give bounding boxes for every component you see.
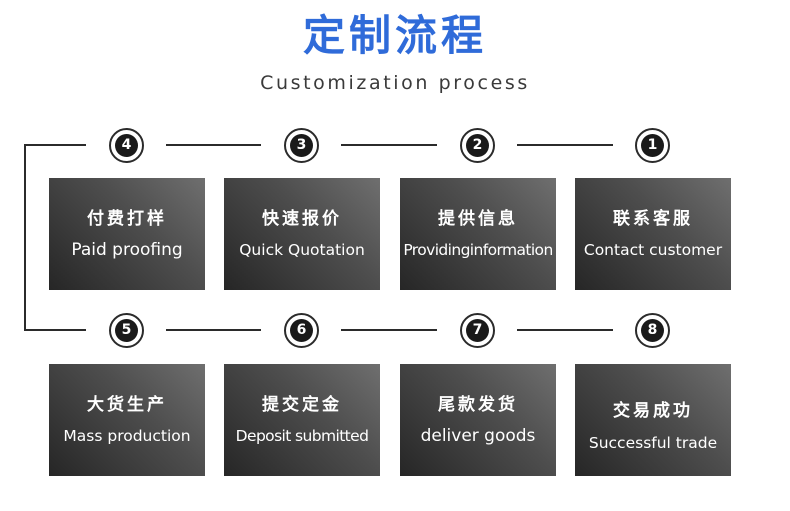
connector-line (517, 329, 613, 331)
step-title-cn: 快速报价 (262, 209, 342, 229)
step-title-cn: 提供信息 (438, 209, 518, 229)
step-number-label: 6 (290, 319, 313, 342)
connector-line (517, 144, 613, 146)
step-title-en: Successful trade (588, 434, 718, 452)
connector-line (24, 144, 86, 146)
step-number-label: 4 (115, 134, 138, 157)
step-4-number: 4 (109, 128, 144, 163)
step-title-cn: 尾款发货 (438, 395, 518, 415)
step-6-number: 6 (284, 313, 319, 348)
step-title-cn: 联系客服 (613, 209, 693, 229)
step-title-cn: 付费打样 (87, 209, 167, 229)
step-number-label: 8 (641, 319, 664, 342)
step-title-en: Deposit submitted (235, 427, 369, 445)
step-card-deliver-goods: 尾款发货 deliver goods (400, 364, 556, 476)
step-card-deposit-submitted: 提交定金 Deposit submitted (224, 364, 380, 476)
step-title-en: Quick Quotation (239, 241, 365, 259)
step-title-en: deliver goods (420, 426, 536, 446)
connector-line (341, 329, 437, 331)
step-card-quick-quotation: 快速报价 Quick Quotation (224, 178, 380, 290)
step-number-label: 7 (466, 319, 489, 342)
connector-line (24, 144, 26, 331)
step-title-en: Contact customer (583, 241, 723, 259)
step-title-cn: 大货生产 (87, 395, 167, 415)
step-number-label: 3 (290, 134, 313, 157)
connector-line (24, 329, 86, 331)
step-card-successful-trade: 交易成功 Successful trade (575, 364, 731, 476)
connector-line (166, 329, 261, 331)
step-2-number: 2 (460, 128, 495, 163)
page-subtitle: Customization process (260, 72, 530, 94)
step-title-en: Providinginformation (403, 241, 553, 259)
step-card-contact-customer: 联系客服 Contact customer (575, 178, 731, 290)
step-card-paid-proofing: 付费打样 Paid proofing (49, 178, 205, 290)
step-card-providing-information: 提供信息 Providinginformation (400, 178, 556, 290)
step-title-en: Paid proofing (71, 240, 183, 260)
step-1-number: 1 (635, 128, 670, 163)
page-title: 定制流程 (302, 11, 487, 60)
step-number-label: 1 (641, 134, 664, 157)
connector-line (166, 144, 261, 146)
step-8-number: 8 (635, 313, 670, 348)
step-number-label: 5 (115, 319, 138, 342)
step-5-number: 5 (109, 313, 144, 348)
step-title-cn: 交易成功 (613, 401, 693, 421)
step-card-mass-production: 大货生产 Mass production (49, 364, 205, 476)
step-title-cn: 提交定金 (262, 395, 342, 415)
step-title-en: Mass production (63, 427, 191, 445)
connector-line (341, 144, 437, 146)
step-number-label: 2 (466, 134, 489, 157)
step-3-number: 3 (284, 128, 319, 163)
step-7-number: 7 (460, 313, 495, 348)
